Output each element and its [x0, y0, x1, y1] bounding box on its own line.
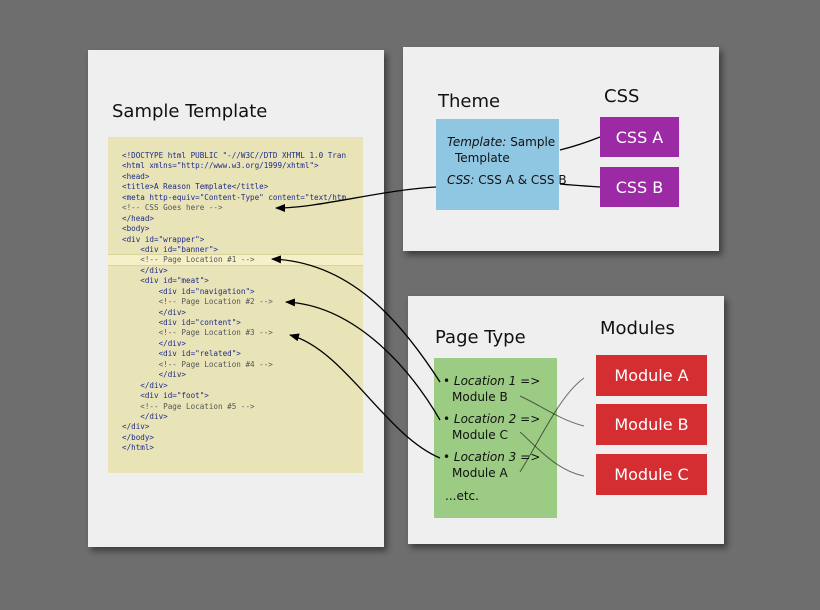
theme-template-line-1: Template: Sample [447, 135, 555, 149]
theme-template-value-2: Template [455, 151, 510, 165]
code-lines: <!DOCTYPE html PUBLIC "-//W3C//DTD XHTML… [122, 151, 346, 454]
code-line: </div> [122, 411, 168, 421]
theme-css-line: CSS: CSS A & CSS B [447, 173, 567, 187]
css-title: CSS [604, 86, 640, 107]
code-line: <head> [122, 171, 150, 181]
code-line: <!-- Page Location #4 --> [122, 359, 273, 369]
modules-title: Modules [600, 318, 675, 339]
code-line: <html xmlns="http://www.w3.org/1999/xhtm… [122, 161, 319, 171]
code-line: <!-- Page Location #1 --> [122, 255, 255, 265]
location-1-value: Module B [452, 390, 508, 404]
sample-template-title: Sample Template [112, 101, 268, 122]
etc-text: ...etc. [445, 489, 479, 503]
theme-template-label: Template: [447, 135, 507, 149]
code-line: <div id="related"> [122, 349, 241, 359]
code-line: </html> [122, 443, 155, 453]
location-3-label: Location 3 => [453, 450, 541, 464]
module-c-box: Module C [596, 454, 707, 495]
theme-box [436, 119, 559, 210]
css-b-box: CSS B [600, 167, 679, 207]
code-line: <div id="meat"> [122, 276, 209, 286]
location-3-value: Module A [452, 466, 508, 480]
code-line: <div id="foot"> [122, 391, 209, 401]
code-line: </body> [122, 432, 155, 442]
location-1-label-line: • Location 1 => [443, 374, 541, 388]
location-2-value: Module C [452, 428, 508, 442]
code-line: </head> [122, 213, 155, 223]
code-line: <div id="wrapper"> [122, 234, 205, 244]
code-line: <!-- Page Location #3 --> [122, 328, 273, 338]
theme-css-label: CSS: [447, 173, 475, 187]
module-a-box: Module A [596, 355, 707, 396]
theme-title: Theme [438, 91, 501, 112]
theme-template-value-1: Sample [510, 135, 556, 149]
code-line: <!-- CSS Goes here --> [122, 203, 223, 213]
location-3-label-line: • Location 3 => [443, 450, 541, 464]
code-line: <div id="banner"> [122, 244, 219, 254]
code-line: </div> [122, 265, 168, 275]
code-line: <!DOCTYPE html PUBLIC "-//W3C//DTD XHTML… [122, 151, 347, 160]
code-line: <meta http-equiv="Content-Type" content=… [122, 192, 347, 202]
css-a-box: CSS A [600, 117, 679, 157]
code-line: <div id="content"> [122, 318, 241, 327]
code-block: <!DOCTYPE html PUBLIC "-//W3C//DTD XHTML… [108, 137, 363, 473]
code-line: </div> [122, 370, 187, 380]
code-line: <!-- Page Location #2 --> [122, 297, 273, 307]
location-2-label: Location 2 => [453, 412, 541, 426]
code-line: </div> [122, 380, 168, 390]
code-line: <title>A Reason Template</title> [122, 182, 269, 192]
code-line: <!-- Page Location #5 --> [122, 401, 255, 411]
page-type-title: Page Type [435, 327, 526, 348]
location-2-label-line: • Location 2 => [443, 412, 541, 426]
theme-css-value: CSS A & CSS B [478, 173, 567, 187]
location-1-label: Location 1 => [453, 374, 541, 388]
code-line: </div> [122, 338, 187, 348]
code-line: </div> [122, 422, 150, 432]
code-line: <div id="navigation"> [122, 286, 255, 296]
code-line: </div> [122, 307, 187, 317]
module-b-box: Module B [596, 404, 707, 445]
code-line: <body> [122, 224, 150, 234]
